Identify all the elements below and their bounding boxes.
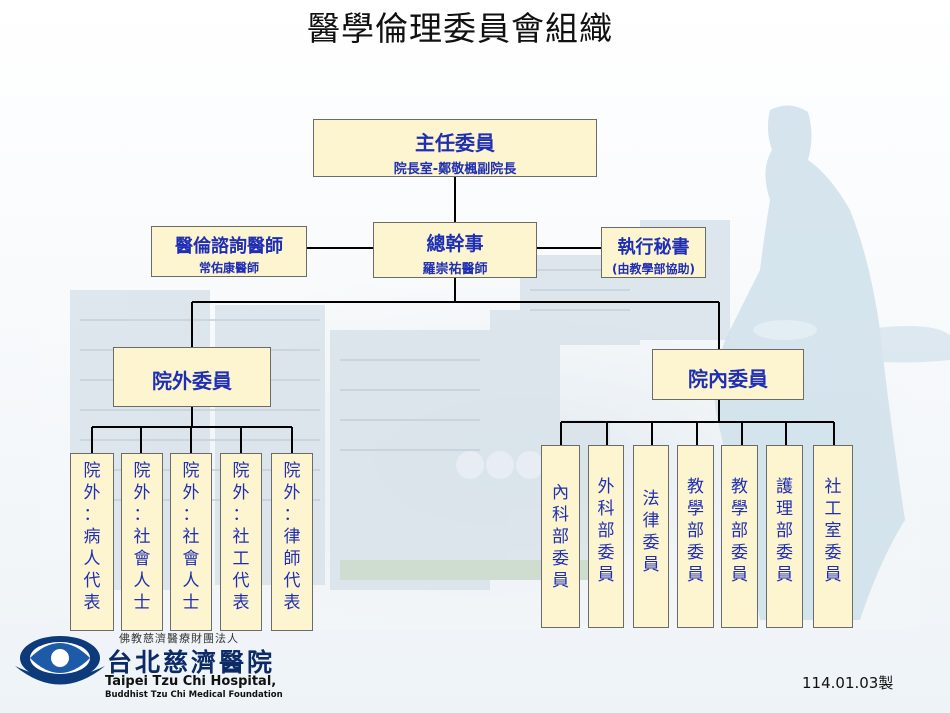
- external-members-box: 院外委員: [113, 347, 271, 407]
- external-label: 院外委員: [152, 369, 232, 393]
- consult-title: 醫倫諮詢醫師: [175, 236, 283, 257]
- general-box: 總幹事 羅崇祐醫師: [373, 222, 537, 278]
- internal-label: 院內委員: [688, 367, 768, 391]
- internal-member-nursing: 護理部委員: [766, 445, 803, 628]
- logo-foundation-cn: 佛教慈濟醫療財團法人: [119, 632, 239, 645]
- internal-member-internal-medicine: 內科部委員: [541, 445, 580, 628]
- chair-title: 主任委員: [415, 131, 495, 155]
- page-title: 醫學倫理委員會組織: [307, 9, 613, 48]
- secretary-title: 執行秘書: [617, 237, 690, 258]
- internal-member-education-1: 教學部委員: [677, 445, 714, 628]
- internal-member-social-work: 社工室委員: [813, 445, 853, 628]
- internal-members-box: 院內委員: [652, 349, 804, 400]
- consult-box: 醫倫諮詢醫師 常佑康醫師: [151, 226, 307, 277]
- external-member-community-1: 院外：社會人士: [121, 453, 163, 631]
- internal-member-education-2: 教學部委員: [721, 445, 758, 628]
- consult-name: 常佑康醫師: [198, 261, 259, 275]
- hospital-logo-icon: [15, 636, 105, 685]
- external-member-lawyer: 院外：律師代表: [271, 453, 313, 631]
- external-member-social-worker: 院外：社工代表: [220, 453, 262, 631]
- external-member-community-2: 院外：社會人士: [170, 453, 212, 631]
- chair-box: 主任委員 院長室-鄭敬楓副院長: [313, 119, 597, 177]
- secretary-box: 執行秘書 (由教學部協助): [601, 227, 706, 278]
- general-name: 羅崇祐醫師: [422, 262, 488, 277]
- chair-name: 院長室-鄭敬楓副院長: [393, 162, 517, 177]
- external-member-patient-rep: 院外：病人代表: [70, 453, 114, 631]
- secretary-note: (由教學部協助): [612, 262, 695, 276]
- general-title: 總幹事: [426, 233, 484, 255]
- logo-hospital-cn: 台北慈濟醫院: [107, 648, 276, 677]
- logo-hospital-en: Taipei Tzu Chi Hospital,: [105, 674, 277, 689]
- internal-member-legal: 法律委員: [633, 445, 669, 628]
- internal-member-surgery: 外科部委員: [588, 445, 624, 628]
- revision-date: 114.01.03製: [802, 674, 894, 692]
- logo-foundation-en: Buddhist Tzu Chi Medical Foundation: [105, 690, 283, 700]
